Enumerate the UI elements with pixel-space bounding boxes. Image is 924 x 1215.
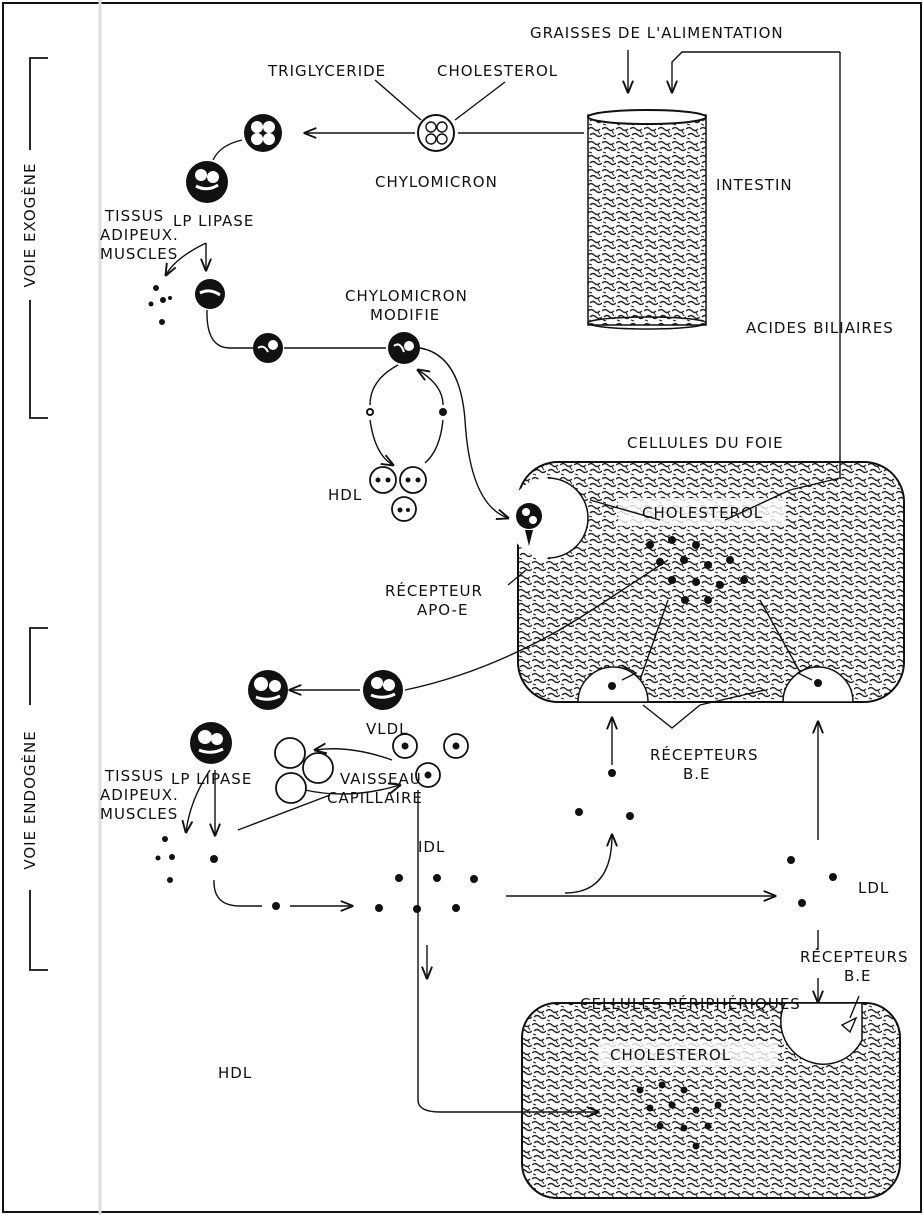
cholesterol-periph-label: CHOLESTEROL [610,1046,731,1064]
graisses-label: GRAISSES DE L'ALIMENTATION [530,24,784,42]
vldl-label: VLDL [366,720,409,738]
liver-cells-shape [508,462,904,702]
acides-biliaires-label: ACIDES BILIAIRES [746,319,894,337]
ldl-label: LDL [858,879,889,897]
chylomicron-modifie-label: CHYLOMICRON [345,287,468,305]
hdl-label-1: HDL [328,486,362,504]
fatty-acid-bits-1 [149,285,173,325]
cellules-peripheriques-label: CELLULES PÉRIPHÉRIQUES [580,994,801,1013]
recepteurs-be-label-1b: B.E [683,765,711,783]
chylomicron-modifie-label-2: MODIFIE [370,306,440,324]
recepteurs-be-label-1: RÉCEPTEURS [650,745,758,764]
cholesterol-foie-label: CHOLESTEROL [642,504,763,522]
intestin-shape [588,110,706,329]
remnant-particle-1 [195,279,225,309]
tissus-label-2: TISSUS [104,767,164,785]
chylomicron-particle-3 [186,161,228,203]
intestin-label: INTESTIN [716,176,793,194]
hdl-label-2: HDL [218,1064,252,1082]
vldl-particle-2 [248,670,288,710]
tissus-label-1b: ADIPEUX. [100,226,179,244]
vaisseau-capillaire-label-2: CAPILLAIRE [327,789,423,807]
triglyceride-label: TRIGLYCERIDE [267,62,386,80]
chylomicron-modifie-particle [388,332,420,364]
tissus-label-1c: MUSCLES [100,245,178,263]
voie-endogene-label: VOIE ENDOGÈNE [20,730,39,869]
tissus-label-2b: ADIPEUX. [100,786,179,804]
hdl-particles-top [370,467,426,521]
recepteur-apoe-label: RÉCEPTEUR [385,581,483,600]
remnant-particle-2 [253,333,283,363]
chylomicron-particle [418,115,454,151]
lp-lipase-label-2: LP LIPASE [171,770,252,788]
apo-small-right [439,408,447,416]
idl-label: IDL [418,838,445,856]
peripheral-cells-shape [522,1003,900,1198]
vldl-particle [363,670,403,710]
idl-particles [210,855,478,913]
ldl-particles [575,679,837,907]
voie-exogene-label: VOIE EXOGÈNE [20,163,39,288]
tissus-label-2c: MUSCLES [100,805,178,823]
cholesterol-label: CHOLESTEROL [437,62,558,80]
recepteurs-be-label-2b: B.E [844,967,872,985]
vaisseau-capillaire-label: VAISSEAU [340,770,422,788]
fatty-acid-bits-2 [156,836,176,883]
chylomicron-label: CHYLOMICRON [375,173,498,191]
recepteur-apoe-label-2: APO-E [417,601,468,619]
apo-small-left [367,409,373,415]
chylomicron-particle-2 [244,114,282,152]
vldl-particle-3 [190,722,232,764]
lp-lipase-label-1: LP LIPASE [173,212,254,230]
recepteurs-be-label-2: RÉCEPTEURS [800,947,908,966]
tissus-label-1: TISSUS [104,207,164,225]
cellules-foie-label: CELLULES DU FOIE [627,434,784,452]
